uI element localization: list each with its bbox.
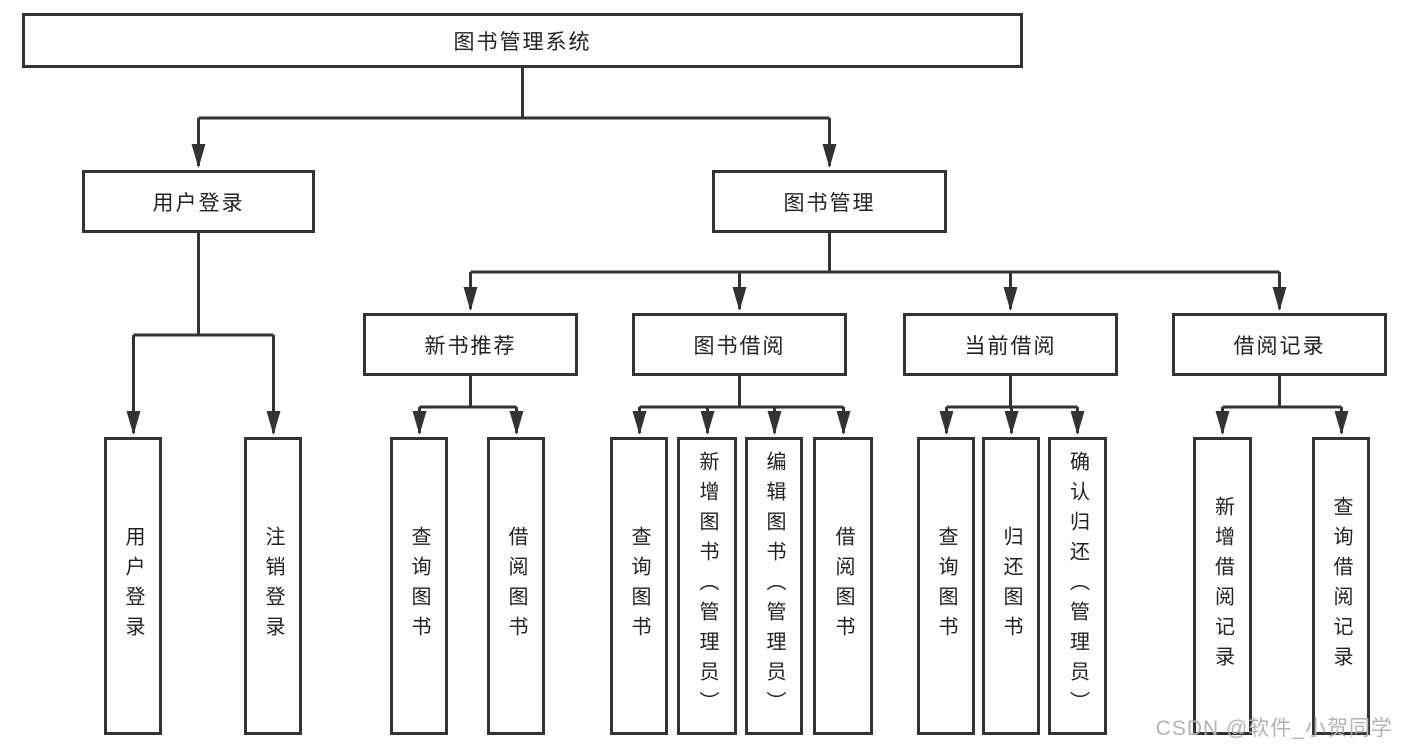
node-borrow-lend-books: 借阅图书 xyxy=(813,437,873,735)
node-label: 新增借阅记录 xyxy=(1211,496,1234,676)
node-borrow-query-books: 查询图书 xyxy=(610,437,668,735)
node-rec-query-books: 查询图书 xyxy=(390,437,448,735)
node-label: 新增图书（管理员） xyxy=(696,451,718,721)
node-borrowing-records: 借阅记录 xyxy=(1172,313,1387,376)
node-new-book-recommend: 新书推荐 xyxy=(363,313,578,376)
node-add-books-admin: 新增图书（管理员） xyxy=(677,437,737,735)
node-return-books: 归还图书 xyxy=(982,437,1040,735)
node-label: 借阅图书 xyxy=(832,526,854,646)
node-current-query-books: 查询图书 xyxy=(917,437,975,735)
edge-mgmt-stub xyxy=(470,233,1280,274)
edge-borrow-stub xyxy=(639,376,844,409)
node-book-borrowing: 图书借阅 xyxy=(632,313,847,376)
node-label: 归还图书 xyxy=(1000,526,1022,646)
node-add-borrow-record: 新增借阅记录 xyxy=(1193,437,1252,735)
node-label: 查询借阅记录 xyxy=(1330,496,1352,676)
node-label: 借阅图书 xyxy=(505,526,527,646)
node-logout: 注销登录 xyxy=(244,437,302,735)
node-label: 确认归还（管理员） xyxy=(1066,451,1089,721)
node-library-system: 图书管理系统 xyxy=(22,13,1023,68)
node-confirm-return-admin: 确认归还（管理员） xyxy=(1048,437,1107,735)
node-label: 查询图书 xyxy=(628,526,650,646)
node-query-borrow-record: 查询借阅记录 xyxy=(1312,437,1370,735)
node-label: 注销登录 xyxy=(262,526,284,646)
edge-records-stub xyxy=(1222,376,1342,409)
node-book-management: 图书管理 xyxy=(712,170,947,233)
edge-rec-stub xyxy=(419,376,517,409)
node-label: 编辑图书（管理员） xyxy=(763,451,785,721)
node-label: 用户登录 xyxy=(122,526,144,646)
node-label: 查询图书 xyxy=(935,526,957,646)
node-current-borrowing: 当前借阅 xyxy=(903,313,1118,376)
node-user-login-group: 用户登录 xyxy=(82,170,315,233)
node-edit-books-admin: 编辑图书（管理员） xyxy=(745,437,803,735)
edge-root-stub xyxy=(198,68,830,120)
node-user-login: 用户登录 xyxy=(104,437,162,735)
node-label: 查询图书 xyxy=(408,526,430,646)
edge-current-stub xyxy=(946,376,1078,409)
node-rec-borrow-books: 借阅图书 xyxy=(487,437,545,735)
edge-login-stub xyxy=(133,233,274,337)
